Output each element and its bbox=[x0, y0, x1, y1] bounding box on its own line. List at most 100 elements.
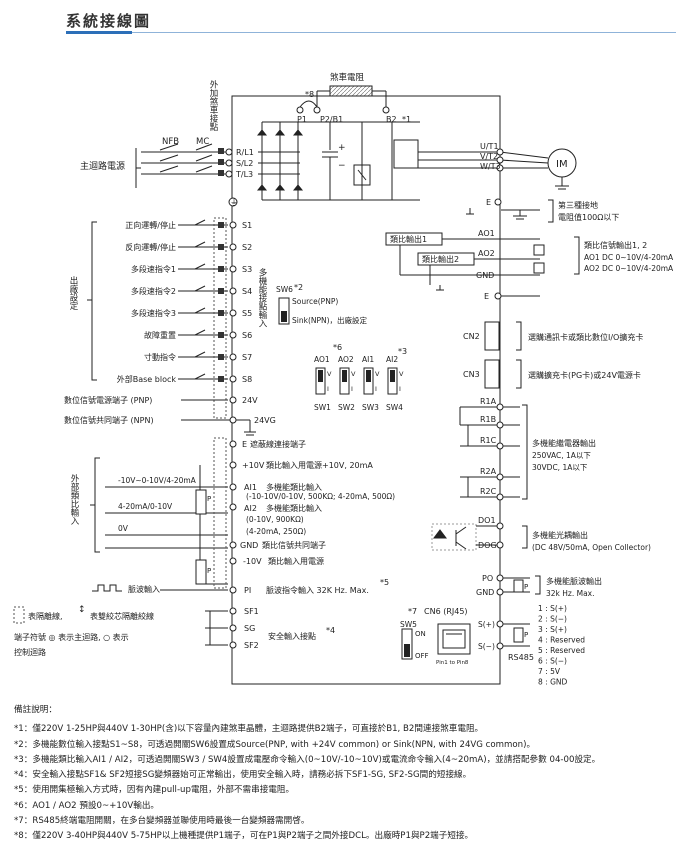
sw5-label: SW5 bbox=[400, 620, 417, 629]
terminal-s: S/L2 bbox=[236, 159, 253, 168]
mc-label: MC bbox=[196, 137, 209, 147]
di-label-1: 正向運轉/停止 bbox=[125, 220, 176, 230]
terminal-r: R/L1 bbox=[236, 148, 254, 157]
plus10v-desc: 類比輸入用電源+10V, 20mA bbox=[266, 460, 373, 470]
terminal-pi: PI bbox=[244, 586, 251, 595]
terminal-t: T/L3 bbox=[235, 170, 253, 179]
pulse-out-desc: 32k Hz. Max. bbox=[546, 589, 595, 598]
terminal-ai2: AI2 bbox=[244, 504, 257, 513]
brake-transistor bbox=[353, 164, 371, 186]
sw-i-1: I bbox=[327, 385, 329, 393]
external-analog-label: 外部類比輸入 bbox=[69, 473, 79, 525]
ao1-box-label: 類比輸出1 bbox=[390, 234, 427, 244]
terminal-ai1: AI1 bbox=[244, 483, 257, 492]
cn3-connector bbox=[484, 359, 500, 389]
analog-input-brace bbox=[90, 457, 100, 553]
cn3-desc: 選購擴充卡(PG卡)或24V電源卡 bbox=[528, 370, 641, 380]
dc-bus bbox=[322, 122, 393, 200]
sw5-knob bbox=[404, 644, 410, 657]
sw-top-4: AI2 bbox=[386, 355, 398, 364]
legend-control: 控制迴路 bbox=[14, 647, 46, 657]
di-terminal-3: S3 bbox=[242, 265, 252, 274]
digital-input-brace bbox=[87, 221, 97, 381]
terminal-r1c: R1C bbox=[480, 436, 497, 445]
rs485-p: P bbox=[524, 631, 528, 639]
terminal-sg: SG bbox=[244, 624, 255, 633]
terminal-p1: P1 bbox=[297, 115, 307, 124]
sw-top-3: AI1 bbox=[362, 355, 374, 364]
rj45-pin-label: Pin1 to Pin8 bbox=[436, 660, 469, 666]
sw-i-2: I bbox=[351, 385, 353, 393]
rj45-pin-3: 3 : S(+) bbox=[538, 625, 567, 634]
photo-desc: (DC 48V/50mA, Open Collector) bbox=[532, 543, 651, 552]
ai2-range-v: (0-10V, 900KΩ) bbox=[246, 515, 304, 524]
rectifier-bridge bbox=[256, 121, 420, 201]
pulse-icon bbox=[92, 584, 122, 592]
di-label-5: 多段速指令3 bbox=[131, 308, 176, 318]
sw-bottom-3: SW3 bbox=[362, 403, 379, 412]
analog-signal-2: 4-20mA/0-10V bbox=[118, 502, 173, 511]
ref-1: *1 bbox=[402, 115, 411, 124]
note-8: *8：僅220V 3-40HP與440V 5-75HP以上機種提供P1端子，可在… bbox=[14, 831, 474, 842]
wiring-diagram: 主迴路電源 NFB MC R/L1 S/L2 T/L3 外加煞車接點 bbox=[13, 72, 674, 687]
notes-section: 備註說明： *1：僅220V 1-25HP與440V 1-30HP(含)以下容量… bbox=[14, 703, 694, 845]
terminal-minus10v: -10V bbox=[243, 557, 262, 566]
ground-icon bbox=[513, 210, 527, 220]
cn3-label: CN3 bbox=[463, 370, 480, 379]
sw-v-3: V bbox=[375, 370, 380, 378]
brake-wiring bbox=[299, 90, 387, 108]
legend-shield: 表隔離線, bbox=[28, 611, 63, 621]
terminal-e-right: E bbox=[486, 198, 491, 207]
note-5: *5：使用開集極輸入方式時，因有內建pull-up電阻，外部不需串接電阻。 bbox=[14, 785, 295, 796]
terminal-r1a: R1A bbox=[480, 397, 497, 406]
legend-terminals: 端子符號 ◎ 表示主迴路, ○ 表示 bbox=[14, 632, 129, 642]
di-terminal-7: S7 bbox=[242, 353, 252, 362]
di-label-2: 反向運轉/停止 bbox=[125, 242, 176, 252]
rj45-pin-6: 6 : S(−) bbox=[538, 657, 567, 666]
terminal-e-analog: E bbox=[242, 440, 247, 449]
terminal-gnd-ao: GND bbox=[476, 271, 494, 280]
ref-7: *7 bbox=[408, 607, 417, 616]
photo-title: 多機能光耦輸出 bbox=[532, 530, 588, 540]
safety-desc: 安全輸入接點 bbox=[268, 631, 316, 641]
cn6-label: CN6 (RJ45) bbox=[424, 607, 468, 616]
ao1-desc: AO1 DC 0~10V/4-20mA bbox=[584, 253, 674, 262]
sw-bottom-2: SW2 bbox=[338, 403, 355, 412]
sw-top-2: AO2 bbox=[338, 355, 354, 364]
rj45-pin-1: 1 : S(+) bbox=[538, 604, 567, 613]
note-6: *6：AO1 / AO2 預設0~+10V輸出。 bbox=[14, 800, 160, 811]
terminal-24vg: 24VG bbox=[254, 416, 276, 425]
di-terminal-1: S1 bbox=[242, 221, 252, 230]
brake-resistor bbox=[329, 85, 373, 97]
terminal-e-cn: E bbox=[484, 292, 489, 301]
igbt-block bbox=[393, 139, 419, 169]
analog-signal-1: -10V~0-10V/4-20mA bbox=[118, 476, 197, 485]
ao2-box-label: 類比輸出2 bbox=[422, 254, 459, 264]
terminal-po: PO bbox=[482, 574, 493, 583]
ao-wiring bbox=[399, 238, 545, 285]
terminal-p2b1: P2/B1 bbox=[320, 115, 343, 124]
po-p: P bbox=[524, 583, 528, 591]
sw5-on: ON bbox=[415, 630, 426, 638]
terminal-dog: DOG bbox=[478, 541, 497, 550]
input-terminals bbox=[225, 148, 233, 178]
sw6-knob bbox=[281, 311, 287, 322]
brake-contact-marks bbox=[218, 148, 224, 176]
multi-input-label: 多機能接點輸入 bbox=[257, 267, 267, 327]
relay-wiring bbox=[459, 406, 520, 498]
page-title: 系統接線圖 bbox=[66, 12, 152, 30]
terminal-s-minus: S(−) bbox=[478, 642, 495, 651]
sw5-off: OFF bbox=[415, 652, 429, 660]
shield-terminal-label: 遮蔽線連接端子 bbox=[250, 439, 306, 449]
terminal-ao2: AO2 bbox=[478, 249, 495, 258]
terminal-u: U/T1 bbox=[480, 142, 499, 151]
twisted-legend-icon: ↕ bbox=[78, 605, 86, 615]
di-terminal-8: S8 bbox=[242, 375, 252, 384]
pulse-out-title: 多機能脈波輸出 bbox=[546, 576, 602, 586]
ref-6: *6 bbox=[333, 343, 342, 352]
relay-title: 多機能繼電器輸出 bbox=[532, 438, 596, 448]
cn2-desc: 選購通訊卡或類比數位I/O擴充卡 bbox=[528, 332, 643, 342]
cn2-label: CN2 bbox=[463, 332, 480, 341]
ref-8: *8 bbox=[305, 90, 314, 99]
